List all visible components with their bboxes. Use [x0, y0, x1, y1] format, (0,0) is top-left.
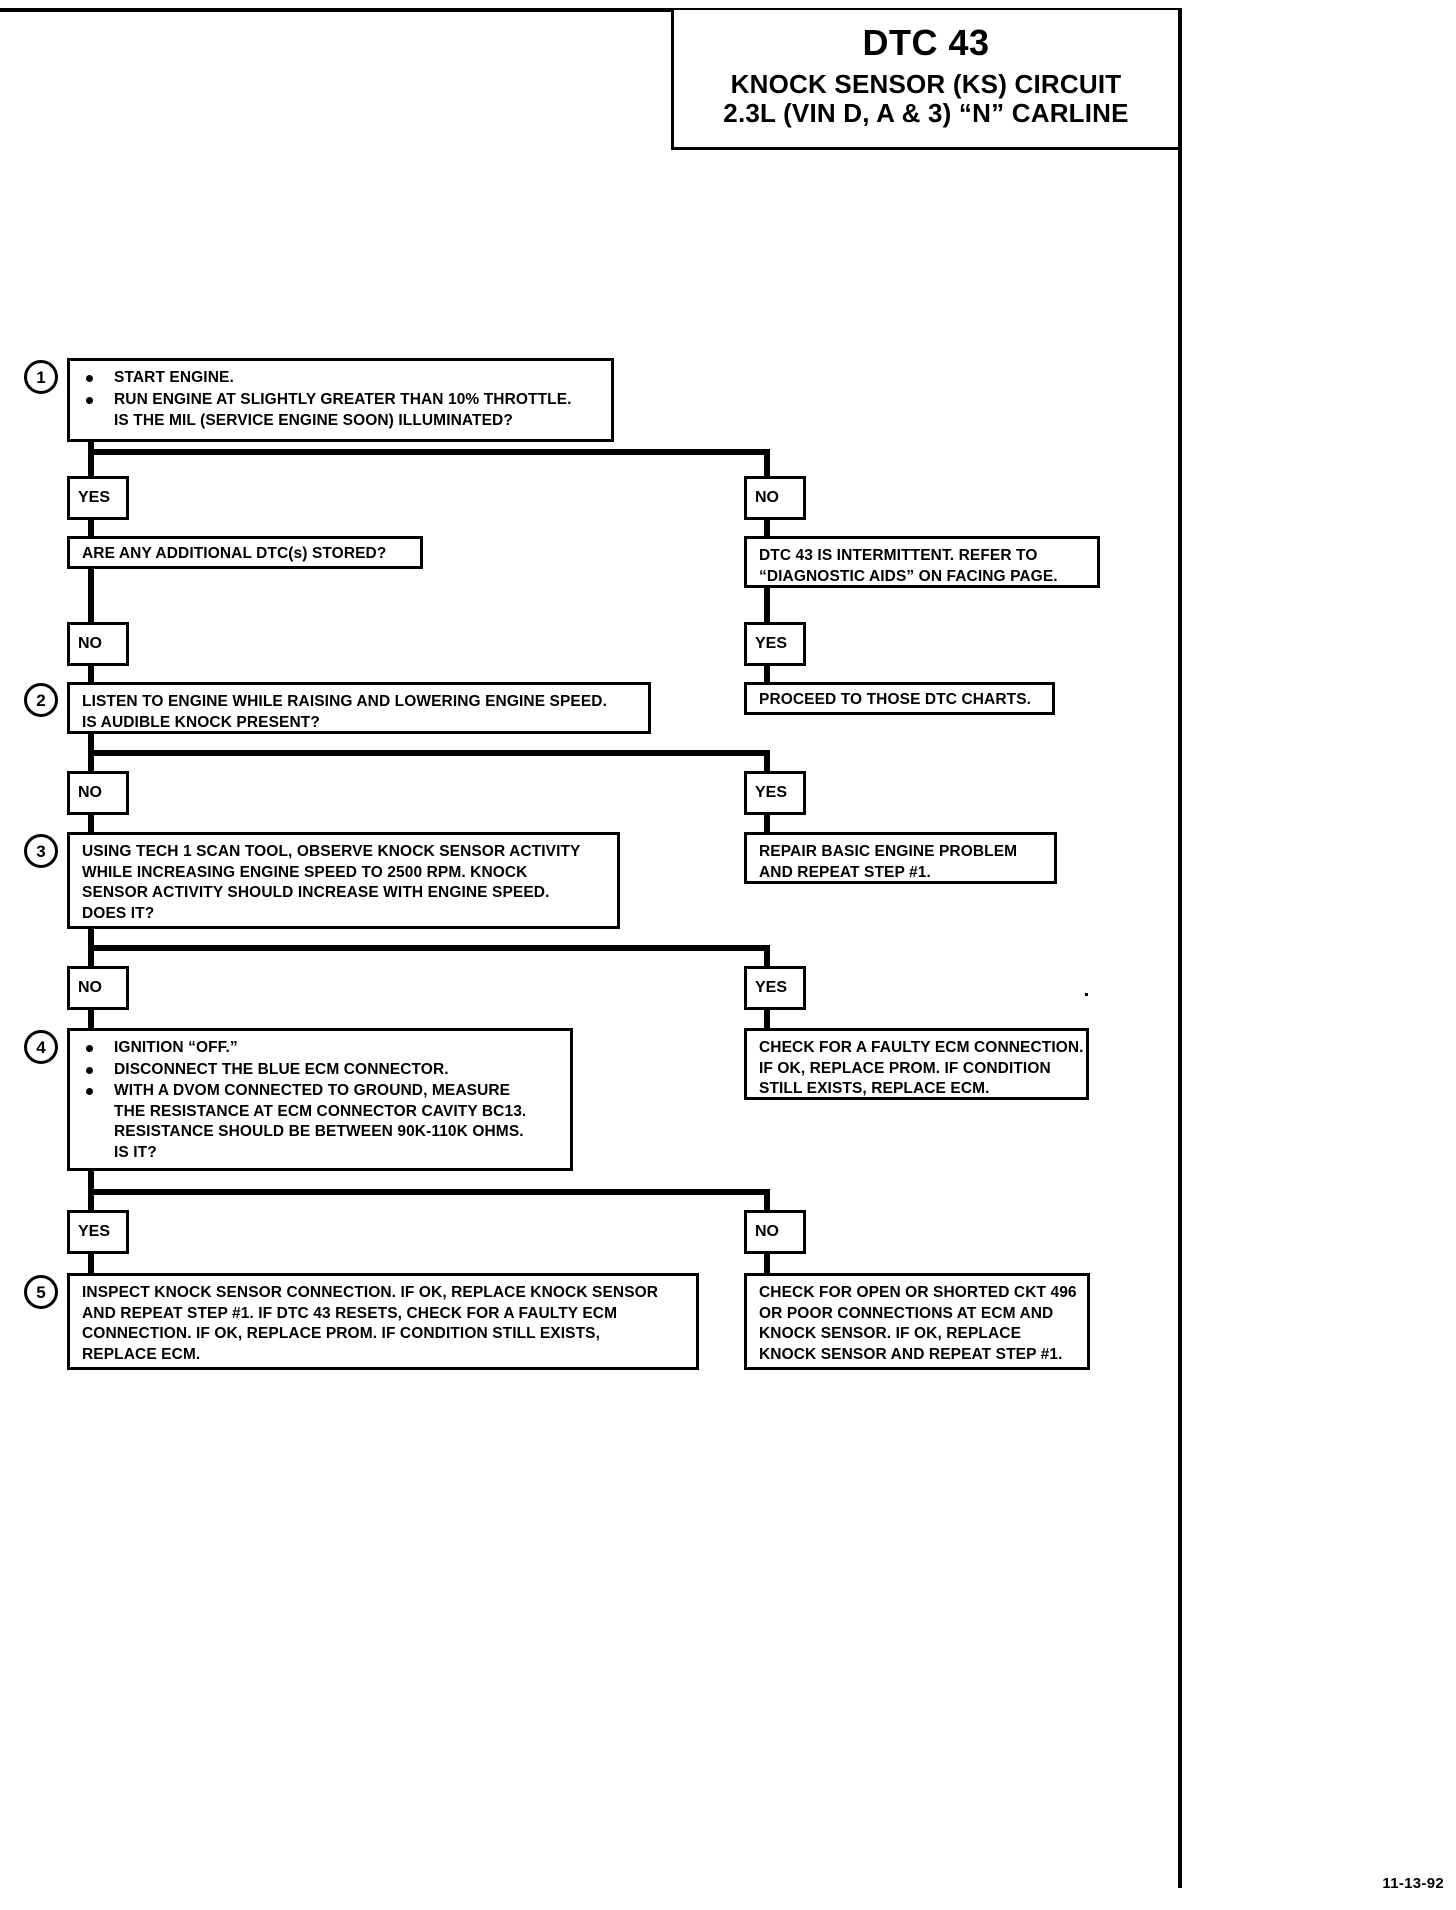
branch-label-no-step1: NO — [744, 476, 806, 520]
branch-label-yes-step3: YES — [744, 966, 806, 1010]
branch-label-no-additional-dtcs: NO — [67, 622, 129, 666]
step4-measure-question: IS IT? — [114, 1144, 157, 1162]
step-number-1: 1 — [24, 360, 58, 394]
branch-label-yes-step2: YES — [744, 771, 806, 815]
repair-basic-line-2: AND REPEAT STEP #1. — [759, 863, 931, 881]
additional-dtcs-question: ARE ANY ADDITIONAL DTC(s) STORED? — [82, 545, 387, 562]
connector-step2-stem — [88, 734, 94, 756]
step3-line-3: SENSOR ACTIVITY SHOULD INCREASE WITH ENG… — [82, 884, 550, 902]
connector-intermittent-yes-drop — [764, 588, 770, 622]
faulty-ecm-line-2: IF OK, REPLACE PROM. IF CONDITION — [759, 1059, 1051, 1077]
connector-addl-dtc-no-drop — [88, 569, 94, 622]
page-border-top — [0, 8, 1182, 12]
box-check-faulty-ecm-connection: CHECK FOR A FAULTY ECM CONNECTION. IF OK… — [744, 1028, 1089, 1100]
branch-label-no-step2: NO — [67, 771, 129, 815]
connector-step2-split — [88, 750, 770, 756]
connector-step4-no-drop — [764, 1189, 770, 1211]
step-number-5: 5 — [24, 1275, 58, 1309]
step5-line-2: AND REPEAT STEP #1. IF DTC 43 RESETS, CH… — [82, 1304, 618, 1322]
step3-line-1: USING TECH 1 SCAN TOOL, OBSERVE KNOCK SE… — [82, 843, 581, 860]
branch-label-no-step4: NO — [744, 1210, 806, 1254]
title-block: DTC 43 KNOCK SENSOR (KS) CIRCUIT 2.3L (V… — [671, 10, 1178, 150]
step4-measure-cont-1: THE RESISTANCE AT ECM CONNECTOR CAVITY B… — [114, 1102, 527, 1120]
step-number-2: 2 — [24, 683, 58, 717]
connector-yes4-to-faulty-ecm — [764, 1010, 770, 1030]
page-title-engine: 2.3L (VIN D, A & 3) “N” CARLINE — [723, 97, 1129, 128]
branch-label-yes-additional-dtcs: YES — [744, 622, 806, 666]
connector-step3-split — [88, 945, 770, 951]
connector-step3-yes-drop — [764, 945, 770, 967]
intermittent-line-1: DTC 43 IS INTERMITTENT. REFER TO — [759, 547, 1038, 564]
connector-step2-yes-drop — [764, 750, 770, 772]
page-title-circuit: KNOCK SENSOR (KS) CIRCUIT — [730, 68, 1122, 99]
connector-yes3-to-repair — [764, 815, 770, 835]
bullet-dot-icon — [86, 375, 93, 382]
open-shorted-line-2: OR POOR CONNECTIONS AT ECM AND — [759, 1304, 1054, 1322]
connector-step4-split — [88, 1189, 770, 1195]
connector-no2-to-step2 — [88, 666, 94, 684]
step5-line-4: REPLACE ECM. — [82, 1345, 201, 1363]
scan-artifact-dot — [1085, 993, 1088, 996]
bullet-dot-icon — [86, 1088, 93, 1096]
box-step-1: START ENGINE. RUN ENGINE AT SLIGHTLY GRE… — [67, 358, 614, 442]
page-border-right — [1178, 8, 1182, 1888]
step-number-4: 4 — [24, 1030, 58, 1064]
bullet-dot-icon — [86, 1045, 93, 1052]
step4-bullet-measure-resistance: WITH A DVOM CONNECTED TO GROUND, MEASURE… — [82, 1081, 560, 1163]
box-proceed-to-dtc-charts: PROCEED TO THOSE DTC CHARTS. — [744, 682, 1055, 715]
box-check-open-shorted-ckt496: CHECK FOR OPEN OR SHORTED CKT 496 OR POO… — [744, 1273, 1090, 1370]
box-step-4: IGNITION “OFF.” DISCONNECT THE BLUE ECM … — [67, 1028, 573, 1171]
open-shorted-line-1: CHECK FOR OPEN OR SHORTED CKT 496 — [759, 1284, 1077, 1301]
step1-question: IS THE MIL (SERVICE ENGINE SOON) ILLUMIN… — [114, 412, 513, 430]
step-number-3: 3 — [24, 834, 58, 868]
branch-label-no-step3: NO — [67, 966, 129, 1010]
intermittent-line-2: “DIAGNOSTIC AIDS” ON FACING PAGE. — [759, 567, 1058, 585]
connector-no3-to-step3 — [88, 815, 94, 835]
step4-bullet-disconnect-connector: DISCONNECT THE BLUE ECM CONNECTOR. — [82, 1060, 560, 1081]
open-shorted-line-4: KNOCK SENSOR AND REPEAT STEP #1. — [759, 1345, 1063, 1363]
step4-measure-cont-2: RESISTANCE SHOULD BE BETWEEN 90K-110K OH… — [114, 1123, 524, 1141]
step1-bullet-run-engine: RUN ENGINE AT SLIGHTLY GREATER THAN 10% … — [82, 390, 601, 411]
connector-step3-stem — [88, 929, 94, 951]
connector-step2-no-drop — [88, 750, 94, 772]
box-additional-dtcs: ARE ANY ADDITIONAL DTC(s) STORED? — [67, 536, 423, 569]
proceed-charts-line-1: PROCEED TO THOSE DTC CHARTS. — [759, 691, 1032, 708]
step5-line-3: CONNECTION. IF OK, REPLACE PROM. IF COND… — [82, 1325, 600, 1343]
connector-step1-yes-drop — [88, 449, 94, 477]
box-step-2: LISTEN TO ENGINE WHILE RAISING AND LOWER… — [67, 682, 651, 734]
step4-bullet-ignition-off: IGNITION “OFF.” — [82, 1038, 560, 1059]
branch-label-yes-step1: YES — [67, 476, 129, 520]
connector-no4-to-step4 — [88, 1010, 94, 1030]
branch-label-yes-step4: YES — [67, 1210, 129, 1254]
step1-bullet-start-engine: START ENGINE. — [82, 368, 601, 389]
connector-step1-no-drop — [764, 449, 770, 477]
open-shorted-line-3: KNOCK SENSOR. IF OK, REPLACE — [759, 1325, 1022, 1343]
connector-step4-stem — [88, 1171, 94, 1195]
page-title-dtc-code: DTC 43 — [862, 22, 990, 63]
connector-step3-no-drop — [88, 945, 94, 967]
box-dtc43-intermittent: DTC 43 IS INTERMITTENT. REFER TO “DIAGNO… — [744, 536, 1100, 588]
faulty-ecm-line-3: STILL EXISTS, REPLACE ECM. — [759, 1080, 990, 1098]
bullet-dot-icon — [86, 1066, 93, 1074]
connector-yes5-to-step5 — [88, 1254, 94, 1274]
box-step-3: USING TECH 1 SCAN TOOL, OBSERVE KNOCK SE… — [67, 832, 620, 929]
step2-line-2: IS AUDIBLE KNOCK PRESENT? — [82, 713, 320, 731]
box-repair-basic-engine: REPAIR BASIC ENGINE PROBLEM AND REPEAT S… — [744, 832, 1057, 884]
connector-yes1-to-box — [88, 520, 94, 538]
step5-line-1: INSPECT KNOCK SENSOR CONNECTION. IF OK, … — [82, 1284, 659, 1301]
revision-date: 11-13-92 — [1382, 1875, 1444, 1892]
step3-line-4: DOES IT? — [82, 904, 155, 922]
connector-no1-to-box — [764, 520, 770, 538]
repair-basic-line-1: REPAIR BASIC ENGINE PROBLEM — [759, 843, 1018, 860]
step2-line-1: LISTEN TO ENGINE WHILE RAISING AND LOWER… — [82, 693, 607, 710]
faulty-ecm-line-1: CHECK FOR A FAULTY ECM CONNECTION. — [759, 1039, 1084, 1056]
connector-step1-split — [88, 449, 770, 455]
box-step-5: INSPECT KNOCK SENSOR CONNECTION. IF OK, … — [67, 1273, 699, 1370]
step3-line-2: WHILE INCREASING ENGINE SPEED TO 2500 RP… — [82, 863, 528, 881]
bullet-dot-icon — [86, 396, 93, 404]
connector-step4-yes-drop — [88, 1189, 94, 1211]
connector-yes2-to-charts — [764, 666, 770, 684]
connector-no5-to-open-shorted — [764, 1254, 770, 1274]
